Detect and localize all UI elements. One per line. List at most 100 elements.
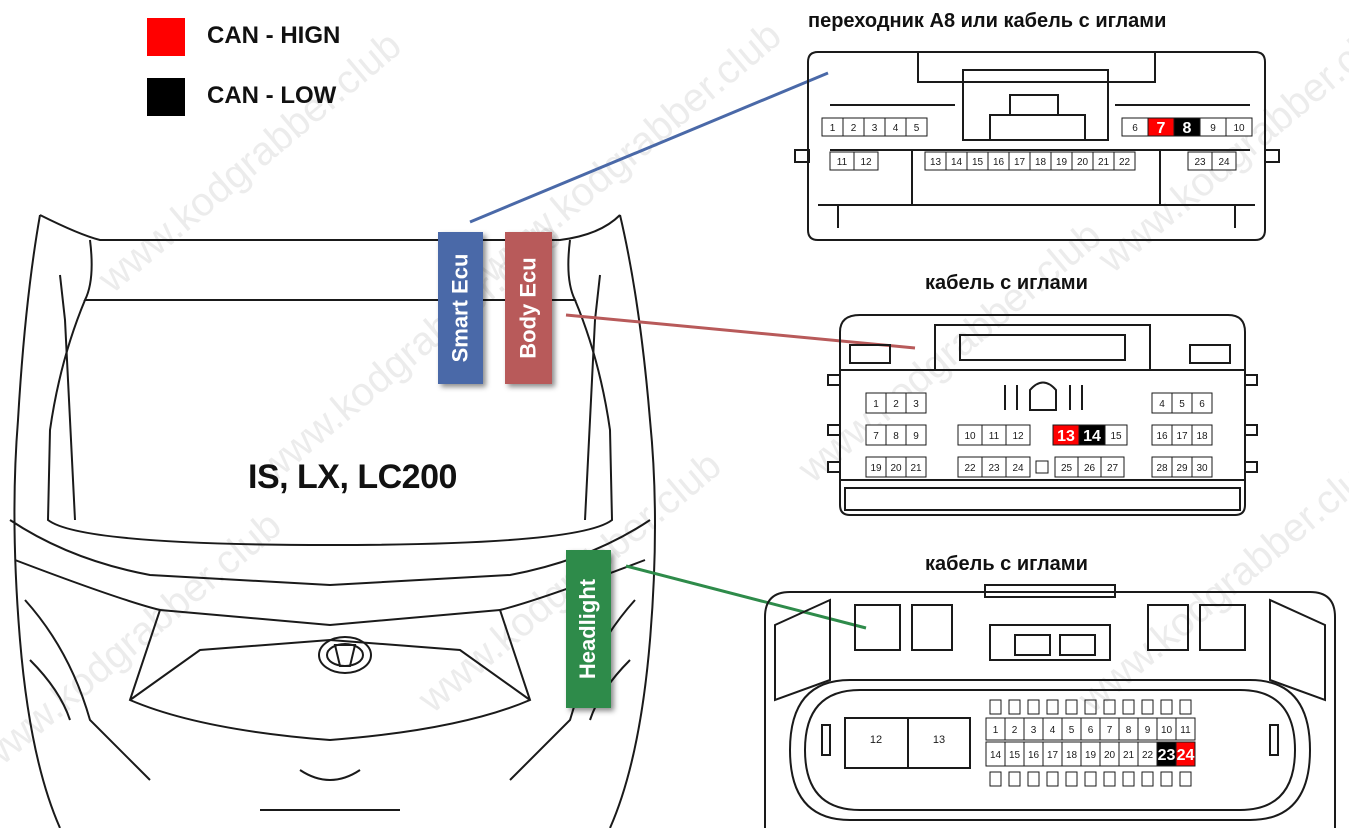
headlight-latch-tab bbox=[1141, 771, 1154, 787]
body-pin-3 bbox=[905, 392, 927, 414]
body-leader-line bbox=[565, 313, 916, 350]
car-model-title: IS, LX, LC200 bbox=[248, 458, 457, 496]
body-ecu-label-text: Body Ecu bbox=[515, 257, 541, 359]
headlight-latch-tab bbox=[1027, 771, 1040, 787]
headlight-latch-tab bbox=[1046, 771, 1059, 787]
headlight-pin-label-16: 16 bbox=[1028, 750, 1040, 761]
smart-pin-label-1: 1 bbox=[830, 123, 836, 134]
headlight-latch-tab bbox=[1065, 699, 1078, 715]
headlight-latch-tab bbox=[1103, 771, 1116, 787]
headlight-pin-label-2: 2 bbox=[1012, 725, 1018, 736]
headlight-latch-tab bbox=[1122, 699, 1135, 715]
smart-pin-label-11: 11 bbox=[837, 157, 848, 168]
headlight-latch-tab bbox=[1160, 699, 1173, 715]
smart-pin-label-23: 23 bbox=[1194, 157, 1206, 168]
headlight-latch-tab bbox=[1179, 699, 1192, 715]
body-pin-label-23: 23 bbox=[988, 463, 1000, 474]
car-emblem bbox=[318, 636, 372, 674]
headlight-connector-title: кабель с иглами bbox=[925, 553, 1088, 575]
smart-pin-label-13: 13 bbox=[930, 157, 942, 168]
body-pin-label-9: 9 bbox=[913, 431, 919, 442]
body-pin-9 bbox=[905, 424, 927, 446]
body-connector-title: кабель с иглами bbox=[925, 272, 1088, 294]
headlight-pin-24 bbox=[1175, 741, 1196, 767]
smart-pin-12 bbox=[853, 151, 879, 171]
smart-pin-label-16: 16 bbox=[993, 157, 1005, 168]
headlight-pin-label-11: 11 bbox=[1180, 725, 1191, 736]
body-pin-label-24: 24 bbox=[1012, 463, 1024, 474]
headlight-pin-label-6: 6 bbox=[1088, 725, 1094, 736]
body-pin-label-27: 27 bbox=[1107, 463, 1119, 474]
smart-pin-label-24: 24 bbox=[1218, 157, 1230, 168]
smart-leader-line bbox=[469, 71, 829, 224]
body-pin-label-19: 19 bbox=[870, 463, 882, 474]
smart-pin-label-12: 12 bbox=[860, 157, 872, 168]
body-pin-label-22: 22 bbox=[964, 463, 976, 474]
headlight-big-pin-13: 13 bbox=[933, 734, 945, 746]
headlight-pin-11 bbox=[1175, 717, 1196, 741]
legend-swatch-can-low bbox=[147, 78, 185, 116]
smart-pin-label-10: 10 bbox=[1233, 123, 1245, 134]
headlight-pin-label-14: 14 bbox=[990, 750, 1002, 761]
smart-pin-label-6: 6 bbox=[1132, 123, 1138, 134]
body-pin-label-8: 8 bbox=[893, 431, 899, 442]
body-pin-label-13: 13 bbox=[1057, 428, 1075, 445]
body-pin-label-30: 30 bbox=[1196, 463, 1208, 474]
smart-pin-label-3: 3 bbox=[872, 123, 878, 134]
body-pin-label-2: 2 bbox=[893, 399, 899, 410]
smart-pin-label-4: 4 bbox=[893, 123, 899, 134]
body-pin-label-26: 26 bbox=[1084, 463, 1096, 474]
body-pin-15 bbox=[1104, 424, 1128, 446]
body-ecu-label: Body Ecu bbox=[505, 232, 552, 384]
headlight-latch-tab bbox=[1084, 771, 1097, 787]
headlight-big-pin-12: 12 bbox=[870, 734, 882, 746]
body-pin-label-1: 1 bbox=[873, 399, 879, 410]
legend-label-can-high: CAN - HIGN bbox=[207, 22, 341, 49]
smart-pin-10 bbox=[1225, 117, 1253, 137]
body-pin-label-5: 5 bbox=[1179, 399, 1185, 410]
headlight-pin-label-21: 21 bbox=[1123, 750, 1135, 761]
headlight-latch-tab bbox=[989, 699, 1002, 715]
headlight-pin-label-22: 22 bbox=[1142, 750, 1154, 761]
headlight-pin-label-3: 3 bbox=[1031, 725, 1037, 736]
body-pin-label-17: 17 bbox=[1176, 431, 1188, 442]
headlight-latch-tab bbox=[1008, 699, 1021, 715]
smart-pin-label-20: 20 bbox=[1077, 157, 1089, 168]
body-pin-12 bbox=[1005, 424, 1031, 446]
headlight-pin-label-5: 5 bbox=[1069, 725, 1075, 736]
smart-pin-label-18: 18 bbox=[1035, 157, 1047, 168]
body-pin-18 bbox=[1191, 424, 1213, 446]
headlight-latch-tab bbox=[989, 771, 1002, 787]
body-pin-label-28: 28 bbox=[1156, 463, 1168, 474]
headlight-latch-tab bbox=[1122, 771, 1135, 787]
headlight-pin-label-10: 10 bbox=[1161, 725, 1173, 736]
body-pin-label-25: 25 bbox=[1061, 463, 1073, 474]
smart-pin-label-8: 8 bbox=[1183, 120, 1192, 137]
body-pin-21 bbox=[905, 456, 927, 478]
headlight-latch-tab bbox=[1160, 771, 1173, 787]
smart-pin-24 bbox=[1211, 151, 1237, 171]
smart-pin-label-22: 22 bbox=[1119, 157, 1131, 168]
headlight-latch-tab bbox=[1065, 771, 1078, 787]
legend-label-can-low: CAN - LOW bbox=[207, 82, 337, 109]
smart-pin-label-15: 15 bbox=[972, 157, 984, 168]
legend-swatch-can-high bbox=[147, 18, 185, 56]
smart-pin-label-21: 21 bbox=[1098, 157, 1110, 168]
headlight-latch-tab bbox=[1179, 771, 1192, 787]
smart-pin-label-2: 2 bbox=[851, 123, 857, 134]
headlight-latch-tab bbox=[1008, 771, 1021, 787]
headlight-leader-line bbox=[625, 564, 867, 630]
body-pin-27 bbox=[1100, 456, 1125, 478]
body-pin-label-7: 7 bbox=[873, 431, 879, 442]
body-pin-6 bbox=[1191, 392, 1213, 414]
smart-pin-label-17: 17 bbox=[1014, 157, 1026, 168]
headlight-pin-label-19: 19 bbox=[1085, 750, 1097, 761]
smart-pin-label-19: 19 bbox=[1056, 157, 1068, 168]
headlight-pin-label-20: 20 bbox=[1104, 750, 1116, 761]
smart-pin-label-9: 9 bbox=[1210, 123, 1216, 134]
smart-pin-22 bbox=[1113, 151, 1136, 171]
